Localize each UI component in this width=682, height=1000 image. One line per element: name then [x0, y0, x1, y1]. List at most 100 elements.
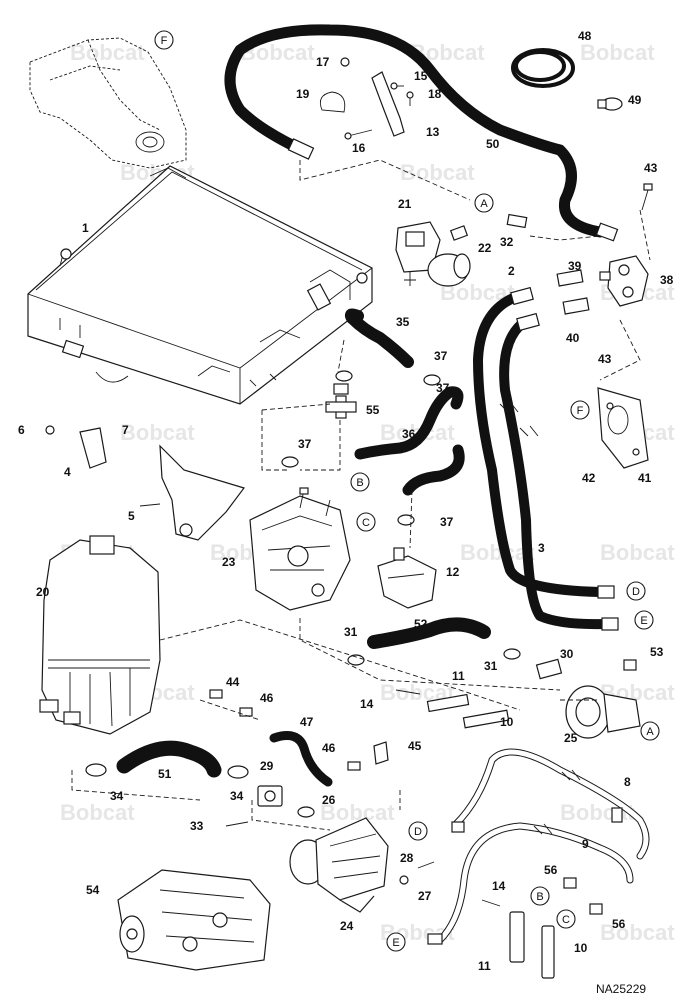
- clamp-bar-10-11-mid: [395, 689, 510, 729]
- reference-letter-text: E: [640, 615, 647, 627]
- bracket-41: [597, 387, 649, 469]
- watermark-text: Bobcat: [600, 540, 675, 565]
- part-number-35: 35: [396, 315, 410, 329]
- connection-lines: [71, 159, 651, 831]
- part-number-51: 51: [158, 767, 172, 781]
- part-number-24: 24: [340, 919, 354, 933]
- fittings-39-40: [556, 269, 590, 315]
- part-number-42: 42: [582, 471, 596, 485]
- reference-letter-a: A: [640, 721, 660, 741]
- small-fasteners-top: [340, 57, 414, 140]
- clamps-31: [347, 648, 521, 666]
- part-number-6: 6: [18, 423, 25, 437]
- part-number-37: 37: [440, 515, 454, 529]
- adapter-29: [225, 785, 315, 827]
- part-number-10: 10: [574, 941, 588, 955]
- part-number-13: 13: [426, 125, 440, 139]
- part-number-43: 43: [644, 161, 658, 175]
- part-number-34: 34: [230, 789, 244, 803]
- fitting-53: [623, 659, 637, 671]
- reference-letter-text: A: [646, 726, 654, 738]
- part-number-30: 30: [560, 647, 574, 661]
- part-number-22: 22: [478, 241, 492, 255]
- pump-38: [599, 255, 649, 307]
- fittings-44-46-45: [209, 689, 389, 771]
- part-number-16: 16: [352, 141, 366, 155]
- fittings-22-32: [449, 213, 528, 241]
- part-number-38: 38: [660, 273, 674, 287]
- part-number-15: 15: [414, 69, 428, 83]
- part-number-14: 14: [492, 879, 506, 893]
- part-number-12: 12: [446, 565, 460, 579]
- part-number-20: 20: [36, 585, 50, 599]
- fittings-56: [563, 877, 603, 915]
- reference-letter-text: B: [536, 891, 543, 903]
- part-number-2: 2: [508, 264, 515, 278]
- reference-letter-c: C: [356, 512, 376, 532]
- hose-36: [354, 386, 465, 496]
- part-number-32: 32: [500, 235, 514, 249]
- reference-letter-circle: [356, 512, 376, 532]
- radiator: [27, 165, 373, 405]
- reference-letter-circle: [530, 886, 550, 906]
- reference-letter-text: E: [392, 937, 399, 949]
- bracket-4: [45, 425, 107, 469]
- part-number-46: 46: [322, 741, 336, 755]
- part-number-18: 18: [428, 87, 442, 101]
- filter-head-12: [377, 547, 437, 609]
- tee-fitting-55: [325, 383, 357, 419]
- clamp-bar-10-11-low: [481, 899, 555, 979]
- part-number-52: 52: [414, 617, 428, 631]
- part-number-45: 45: [408, 739, 422, 753]
- reference-letter-circle: [626, 581, 646, 601]
- part-number-53: 53: [650, 645, 664, 659]
- part-number-43: 43: [598, 352, 612, 366]
- part-number-5: 5: [128, 509, 135, 523]
- reference-letter-b: B: [350, 472, 370, 492]
- tubes-8-9: [427, 748, 650, 945]
- part-number-31: 31: [484, 659, 498, 673]
- part-number-11: 11: [452, 669, 465, 683]
- reference-letter-circle: [474, 193, 494, 213]
- part-number-11: 11: [478, 959, 491, 973]
- reference-letter-text: F: [577, 405, 584, 417]
- part-number-19: 19: [296, 87, 310, 101]
- bracket-5: [139, 444, 245, 541]
- hydraulic-reservoir-20: [39, 535, 161, 735]
- watermark-text: Bobcat: [400, 160, 475, 185]
- part-number-39: 39: [568, 259, 582, 273]
- reference-letter-circle: [556, 909, 576, 929]
- hose-48-coil: [511, 48, 575, 88]
- part-number-9: 9: [582, 837, 589, 851]
- charge-pump-25: [565, 685, 641, 739]
- part-number-54: 54: [86, 883, 100, 897]
- watermark-text: Bobcat: [580, 40, 655, 65]
- part-number-41: 41: [638, 471, 652, 485]
- reference-letter-text: F: [161, 35, 168, 47]
- hoses-2-3: [473, 286, 619, 631]
- reference-letter-circle: [570, 400, 590, 420]
- reference-letter-d: D: [408, 821, 428, 841]
- reference-letter-f: F: [154, 30, 174, 50]
- reference-letter-circle: [154, 30, 174, 50]
- clamps-37: [281, 370, 441, 526]
- part-number-37: 37: [436, 381, 450, 395]
- part-number-23: 23: [222, 555, 236, 569]
- clamp-19: [319, 91, 346, 113]
- part-number-3: 3: [538, 541, 545, 555]
- reference-letter-text: B: [356, 477, 363, 489]
- part-number-47: 47: [300, 715, 314, 729]
- bolts-27-28: [399, 861, 435, 885]
- clamp-49: [597, 97, 623, 111]
- part-number-10: 10: [500, 715, 514, 729]
- bracket-13: [371, 71, 405, 137]
- clamps-34: [85, 763, 249, 779]
- reference-letter-text: D: [632, 586, 640, 598]
- part-number-56: 56: [544, 863, 558, 877]
- tandem-pump-54: [117, 869, 271, 971]
- part-number-14: 14: [360, 697, 374, 711]
- fuel-tank-outline: [29, 37, 187, 169]
- part-number-37: 37: [434, 349, 448, 363]
